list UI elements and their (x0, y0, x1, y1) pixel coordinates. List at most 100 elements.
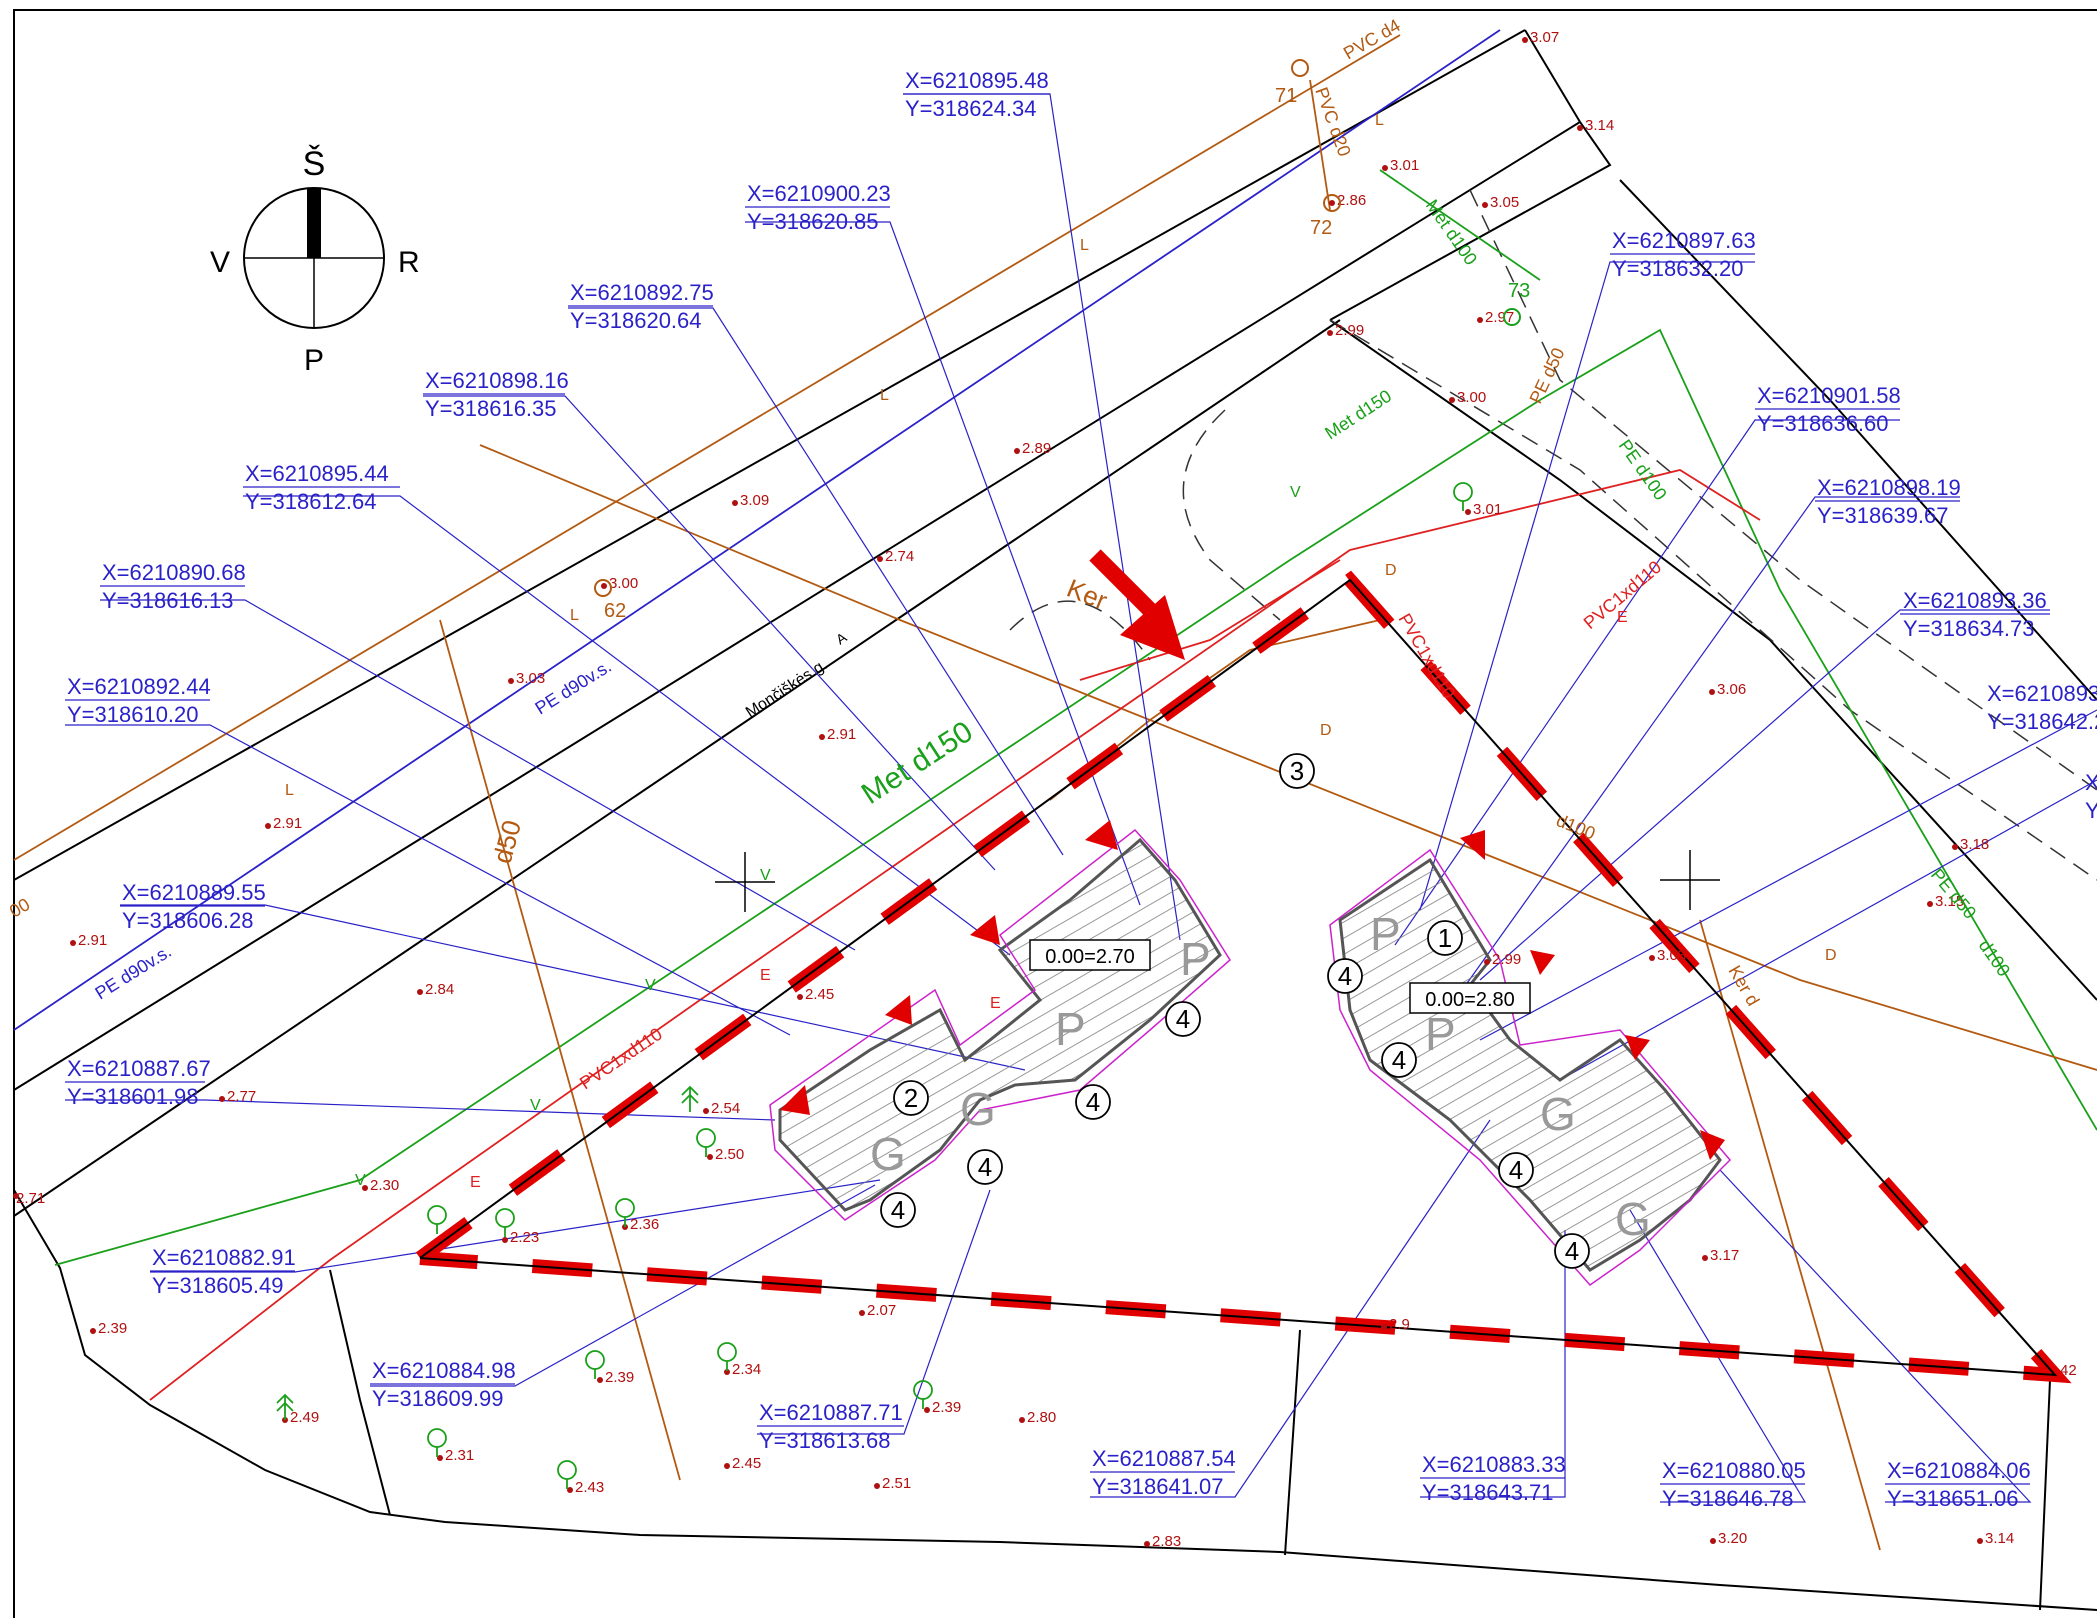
electric-cable (149, 469, 1761, 1401)
coordinate-label: X=6210892.75Y=318620.64 (570, 280, 714, 333)
elevation-point: 3.15 (1927, 893, 1964, 910)
zone-marker: 4 (1327, 958, 1363, 994)
elevation-point: 3.20 (1710, 1530, 1747, 1547)
svg-text:3.09: 3.09 (740, 492, 769, 509)
svg-text:3.06: 3.06 (1717, 681, 1746, 698)
svg-text:X=6210892.75: X=6210892.75 (570, 280, 714, 305)
tree-icon (913, 1380, 933, 1409)
svg-text:4: 4 (1392, 1045, 1406, 1075)
svg-text:D: D (1825, 947, 1837, 964)
svg-text:2.86: 2.86 (1337, 192, 1366, 209)
elevation-point: 2.89 (1014, 440, 1051, 457)
elevation-point: 2.74 (877, 548, 914, 565)
elevation-point: 2.31 (437, 1447, 474, 1464)
svg-text:Ker: Ker (1063, 573, 1112, 616)
elevation-point: 2.50 (707, 1146, 744, 1163)
svg-text:2.74: 2.74 (885, 548, 914, 565)
svg-text:3.03: 3.03 (1657, 947, 1686, 964)
svg-text:Y=318610.20: Y=318610.20 (67, 702, 199, 727)
water-pipe (13, 29, 1501, 1031)
svg-text:Y=318646.78: Y=318646.78 (1662, 1486, 1794, 1511)
elevation-point: 2.45 (724, 1455, 761, 1472)
coordinate-label: X=6210880.05Y=318646.78 (1662, 1458, 1806, 1511)
svg-text:d100: d100 (1975, 936, 2014, 980)
svg-text:Y=318601.98: Y=318601.98 (67, 1084, 199, 1109)
svg-text:2.50: 2.50 (715, 1146, 744, 1163)
svg-text:V: V (645, 977, 656, 994)
svg-text:d50: d50 (487, 817, 527, 867)
building-letter-g: G (960, 1083, 996, 1135)
zone-marker: 4 (1498, 1152, 1534, 1188)
svg-text:2.23: 2.23 (510, 1229, 539, 1246)
svg-text:4: 4 (1338, 961, 1352, 991)
zone-marker: 4 (1381, 1042, 1417, 1078)
svg-text:X=6210900.23: X=6210900.23 (747, 181, 891, 206)
svg-text:Y=318616.13: Y=318616.13 (102, 588, 234, 613)
tree-icon (276, 1393, 294, 1420)
svg-text:X=6210882.91: X=6210882.91 (152, 1245, 296, 1270)
manholes: 71 72 73 62 (594, 59, 1530, 622)
building-letters: P P P P G G G G (870, 908, 1651, 1245)
svg-text:2.97: 2.97 (1485, 309, 1514, 326)
elevation-point: 2.36 (622, 1216, 659, 1233)
svg-text:PVC1xd110: PVC1xd110 (576, 1024, 666, 1094)
svg-text:Met d150: Met d150 (856, 715, 979, 811)
elevation-point: 2.97 (1477, 309, 1514, 326)
svg-text:E: E (760, 967, 771, 984)
elevation-point: 2.30 (362, 1177, 399, 1194)
svg-text:X=6210884.98: X=6210884.98 (372, 1358, 516, 1383)
svg-text:3: 3 (1290, 756, 1304, 786)
svg-text:2.99: 2.99 (1335, 322, 1364, 339)
svg-text:3.14: 3.14 (1985, 1530, 2014, 1547)
coordinate-label: X=6210887.67Y=318601.98 (67, 1056, 211, 1109)
svg-text:4: 4 (1509, 1155, 1523, 1185)
coordinate-label: X=6210887.54Y=318641.07 (1092, 1446, 1236, 1499)
coordinate-label: XY (2085, 770, 2097, 823)
svg-text:X=6210887.54: X=6210887.54 (1092, 1446, 1236, 1471)
zone-marker: 4 (1165, 1001, 1201, 1037)
svg-text:00: 00 (6, 894, 33, 921)
svg-text:Y=318613.68: Y=318613.68 (759, 1428, 891, 1453)
svg-text:2.34: 2.34 (732, 1361, 761, 1378)
svg-text:X=6210893.36: X=6210893.36 (1903, 588, 2047, 613)
line-codes: L L L L L D D D E E E E V V V V V (285, 112, 1837, 1191)
elevation-point: 3.01 (1382, 157, 1419, 174)
map-frame (13, 9, 2097, 1618)
svg-text:L: L (1375, 112, 1384, 129)
elevation-point: 2.99 (1327, 322, 1364, 339)
coordinate-label: X=6210887.71Y=318613.68 (759, 1400, 903, 1453)
svg-text:L: L (1080, 237, 1089, 254)
elevation-point: 2.54 (703, 1100, 740, 1117)
svg-text:3.15: 3.15 (1935, 893, 1964, 910)
tree-icon (1453, 482, 1473, 511)
svg-text:3.00: 3.00 (609, 575, 638, 592)
svg-text:2.36: 2.36 (630, 1216, 659, 1233)
coordinate-label: X=6210895.48Y=318624.34 (905, 68, 1049, 121)
svg-text:42: 42 (2060, 1362, 2077, 1379)
building-letter-p: P (1370, 908, 1401, 960)
svg-text:V: V (355, 1172, 366, 1189)
elevation-point: 2.91 (819, 726, 856, 743)
svg-text:2.45: 2.45 (805, 986, 834, 1003)
elevation-point: 2.23 (502, 1229, 539, 1246)
compass-west-label: V (210, 246, 230, 279)
svg-text:3.18: 3.18 (1960, 836, 1989, 853)
elevation-point: 2.99 (1484, 951, 1521, 968)
svg-text:X=6210890.68: X=6210890.68 (102, 560, 246, 585)
zone-marker: 1 (1427, 920, 1463, 956)
svg-text:Y=318651.06: Y=318651.06 (1887, 1486, 2019, 1511)
svg-text:X=6210884.06: X=6210884.06 (1887, 1458, 2031, 1483)
svg-text:2.80: 2.80 (1027, 1409, 1056, 1426)
elevation-point: 2.45 (797, 986, 834, 1003)
svg-text:X=6210897.63: X=6210897.63 (1612, 228, 1756, 253)
tree-icon (681, 1085, 699, 1112)
elevation-point: 2.83 (1144, 1533, 1181, 1550)
plot-boundary-line (419, 578, 2058, 1377)
coordinate-label: X=6210900.23Y=318620.85 (747, 181, 891, 234)
svg-text:X=6210898.16: X=6210898.16 (425, 368, 569, 393)
elevation-point: 2.49 (282, 1409, 319, 1426)
svg-text:E: E (1617, 609, 1628, 626)
manhole-icon: 71 (1275, 59, 1309, 107)
tree-icon (427, 1428, 447, 1457)
